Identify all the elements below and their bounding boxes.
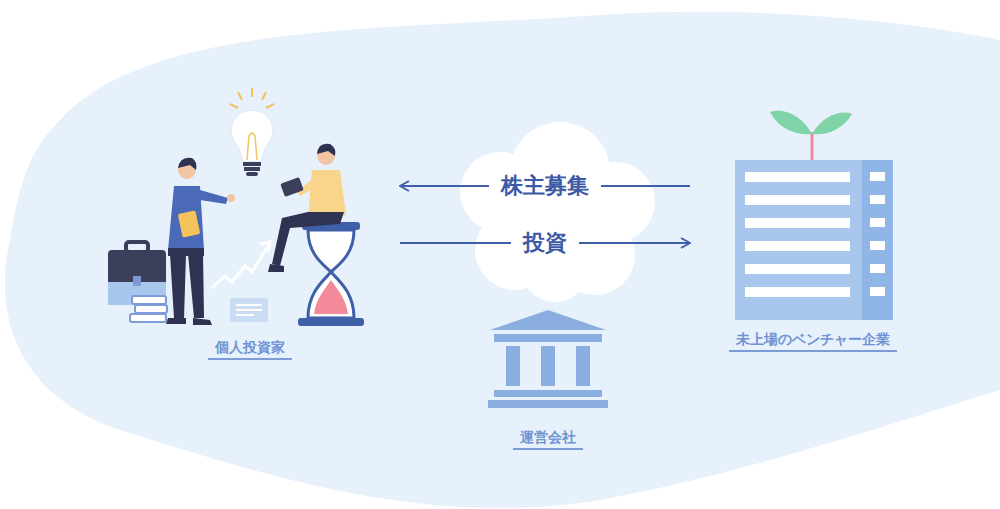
sitting-man [280, 177, 304, 197]
building [870, 172, 885, 296]
sprout [811, 132, 814, 160]
hourglass [308, 230, 354, 318]
building [870, 218, 885, 227]
temple-icon [490, 310, 606, 330]
hourglass [298, 222, 364, 326]
sprout [770, 111, 812, 135]
hourglass [314, 280, 348, 314]
briefcase [133, 276, 141, 286]
building [745, 287, 850, 297]
books [135, 305, 167, 313]
temple-icon [506, 346, 520, 386]
node-label: 運営会社 [513, 428, 583, 450]
building [745, 264, 850, 274]
sitting-man [308, 170, 346, 218]
temple-icon [488, 310, 608, 408]
temple-icon [494, 390, 602, 397]
building [870, 241, 885, 250]
document-card [230, 298, 268, 322]
briefcase [108, 242, 166, 305]
temple-icon [494, 334, 602, 342]
building [735, 160, 862, 320]
node-area: 未上場のベンチャー企業 [690, 100, 935, 352]
sitting-man [317, 144, 335, 156]
light-bulb [247, 133, 257, 160]
document-card [230, 298, 268, 322]
node-label: 個人投資家 [208, 338, 292, 360]
cloud [460, 122, 655, 302]
building [870, 264, 885, 273]
document-card [236, 305, 262, 315]
building [745, 172, 850, 297]
light-bulb [230, 88, 274, 176]
sitting-man [272, 212, 344, 266]
sitting-man [268, 144, 346, 272]
standing-man [166, 158, 235, 325]
growth-arrow [260, 242, 270, 252]
node-area: 個人投資家 [100, 90, 400, 360]
edge-label: 株主募集 [489, 172, 601, 200]
node-label: 未上場のベンチャー企業 [729, 330, 897, 352]
building [745, 195, 850, 205]
growth-arrow [212, 242, 270, 288]
node-area: 運営会社 [478, 300, 618, 450]
background-blob [5, 12, 1000, 508]
temple-icon [576, 346, 590, 386]
building [870, 287, 885, 296]
light-bulb [231, 110, 273, 162]
standing-man [168, 186, 204, 250]
books [130, 296, 167, 322]
building [745, 218, 850, 228]
books [132, 296, 166, 304]
light-bulb [244, 167, 260, 171]
sprout [770, 111, 852, 160]
light-bulb [243, 162, 261, 166]
standing-man [188, 254, 204, 318]
standing-man [166, 318, 186, 324]
briefcase [126, 242, 148, 252]
building [745, 241, 850, 251]
building [870, 195, 885, 204]
building [745, 172, 850, 182]
building [735, 160, 893, 320]
standing-man [227, 194, 235, 202]
standing-man [178, 210, 201, 237]
sprout [812, 113, 852, 135]
building [862, 160, 893, 320]
light-bulb [246, 172, 258, 176]
standing-man [193, 318, 212, 325]
standing-man [178, 158, 197, 170]
temple-icon [488, 400, 608, 408]
edge-label: 投資 [511, 229, 579, 257]
background-blob [5, 12, 1000, 508]
books [130, 314, 166, 322]
hourglass [298, 318, 364, 326]
briefcase [108, 250, 166, 305]
temple-icon [541, 346, 555, 386]
building [870, 172, 885, 181]
standing-man [200, 190, 228, 204]
growth-arrow [212, 246, 268, 288]
sitting-man [268, 264, 284, 272]
light-bulb [230, 88, 274, 108]
standing-man [170, 254, 186, 318]
